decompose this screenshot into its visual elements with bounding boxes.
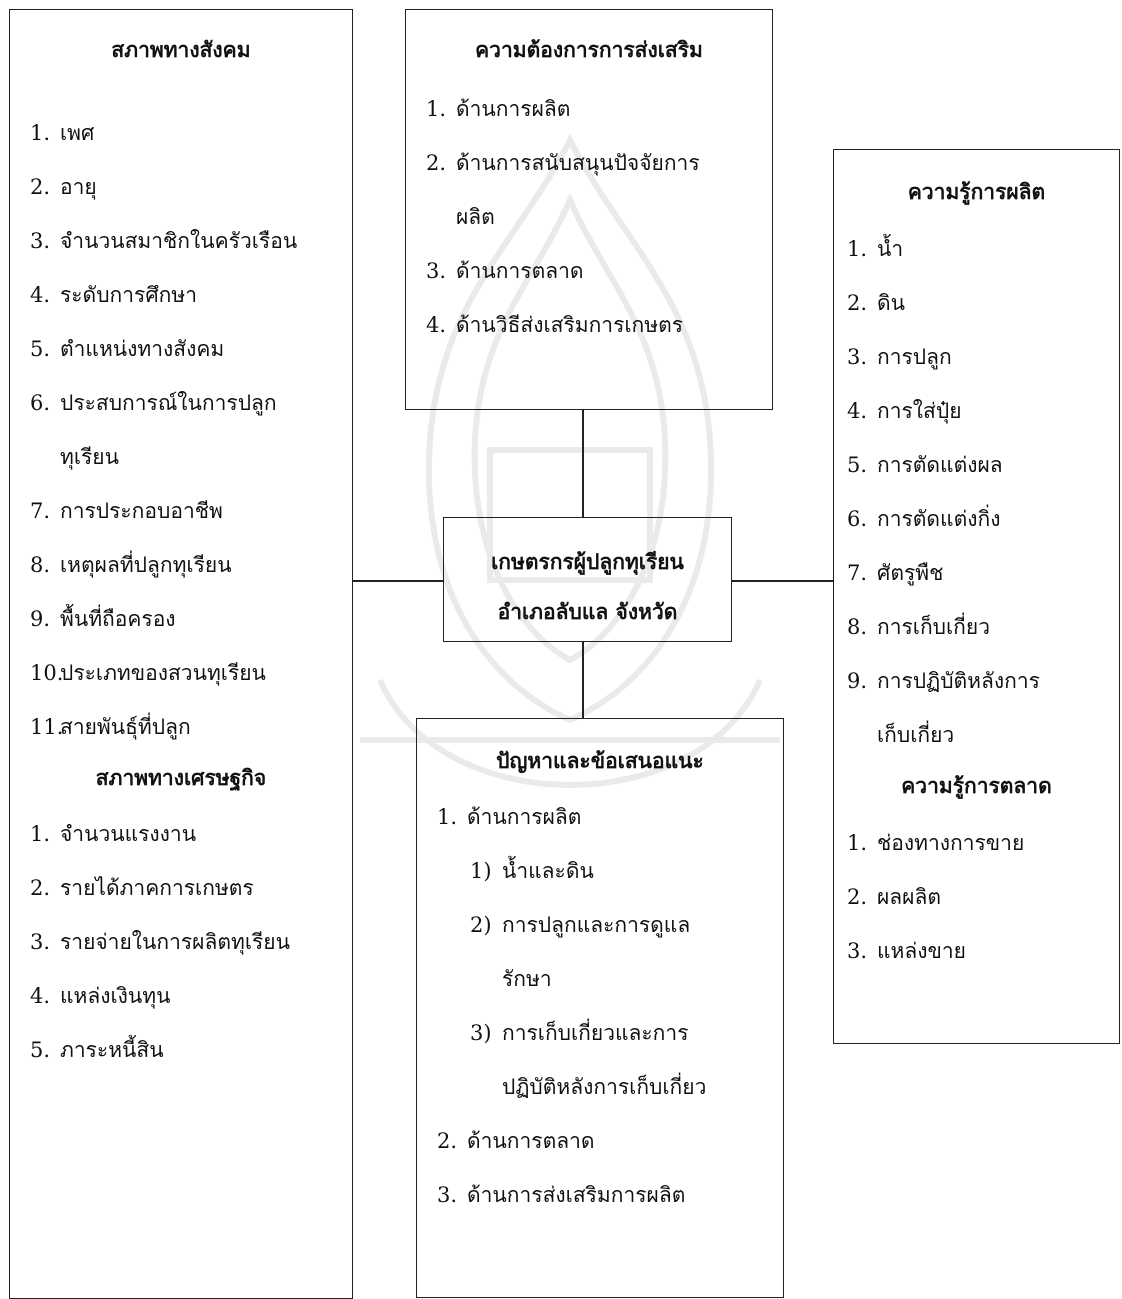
- economic-item: 1.จำนวนแรงงาน: [30, 822, 197, 846]
- social-item: 1.เพศ: [30, 121, 95, 145]
- center-line-1: เกษตรกรผู้ปลูกทุเรียน: [491, 549, 684, 574]
- social-item: 6.ประสบการณ์ในการปลูก: [30, 391, 277, 415]
- social-item: 10.ประเภทของสวนทุเรียน: [30, 661, 266, 685]
- center-line-2: อำเภอลับแล จังหวัด: [497, 599, 678, 624]
- problems-title: ปัญหาและข้อเสนอแนะ: [496, 748, 704, 773]
- connector-right: [731, 580, 833, 582]
- problems-subitem-continuation: ปฏิบัติหลังการเก็บเกี่ยว: [502, 1075, 707, 1099]
- social-item: 2.อายุ: [30, 175, 97, 199]
- production-knowledge-item: 3.การปลูก: [847, 345, 952, 369]
- social-item-continuation: ทุเรียน: [60, 445, 119, 469]
- connector-bottom: [582, 641, 584, 719]
- problems-subitem: 3)การเก็บเกี่ยวและการ: [470, 1021, 689, 1045]
- production-knowledge-item: 5.การตัดแต่งผล: [847, 453, 1003, 477]
- production-knowledge-title: ความรู้การผลิต: [907, 179, 1046, 204]
- social-item: 8.เหตุผลที่ปลูกทุเรียน: [30, 553, 232, 577]
- needs-title: ความต้องการการส่งเสริม: [475, 37, 703, 62]
- social-item: 5.ตำแหน่งทางสังคม: [30, 337, 225, 361]
- economic-item: 5.ภาระหนี้สิน: [30, 1038, 164, 1062]
- needs-item: 4.ด้านวิธีส่งเสริมการเกษตร: [426, 313, 684, 337]
- economic-item: 2.รายได้ภาคการเกษตร: [30, 876, 254, 900]
- production-knowledge-item: 6.การตัดแต่งกิ่ง: [847, 507, 1001, 531]
- economic-item: 4.แหล่งเงินทุน: [30, 984, 171, 1008]
- problems-item: 3.ด้านการส่งเสริมการผลิต: [437, 1183, 686, 1207]
- social-item: 4.ระดับการศึกษา: [30, 283, 197, 307]
- social-item: 7.การประกอบอาชีพ: [30, 499, 223, 523]
- market-knowledge-item: 1.ช่องทางการขาย: [847, 831, 1025, 855]
- production-knowledge-item: 2.ดิน: [847, 291, 905, 315]
- problems-subitem: 1)น้ำและดิน: [470, 859, 594, 883]
- needs-box: [405, 9, 773, 410]
- economic-item: 3.รายจ่ายในการผลิตทุเรียน: [30, 930, 290, 954]
- connector-top: [582, 409, 584, 518]
- center-box: [443, 517, 732, 642]
- production-knowledge-item: 8.การเก็บเกี่ยว: [847, 615, 990, 639]
- market-knowledge-item: 2.ผลผลิต: [847, 885, 941, 909]
- needs-item-continuation: ผลิต: [456, 205, 495, 229]
- problems-item: 2.ด้านการตลาด: [437, 1129, 595, 1153]
- market-knowledge-title: ความรู้การตลาด: [901, 773, 1052, 798]
- production-knowledge-item: 7.ศัตรูพืช: [847, 561, 944, 585]
- needs-item: 1.ด้านการผลิต: [426, 97, 571, 121]
- production-knowledge-item: 1.น้ำ: [847, 237, 904, 261]
- needs-item: 2.ด้านการสนับสนุนปัจจัยการ: [426, 151, 700, 175]
- social-item: 3.จำนวนสมาชิกในครัวเรือน: [30, 229, 298, 253]
- social-item: 11.สายพันธุ์ที่ปลูก: [30, 715, 191, 739]
- problems-subitem-continuation: รักษา: [502, 967, 552, 991]
- production-knowledge-item: 4.การใส่ปุ๋ย: [847, 399, 962, 423]
- needs-item: 3.ด้านการตลาด: [426, 259, 584, 283]
- social-item: 9.พื้นที่ถือครอง: [30, 607, 176, 631]
- market-knowledge-item: 3.แหล่งขาย: [847, 939, 966, 963]
- social-title: สภาพทางสังคม: [111, 37, 251, 62]
- production-knowledge-item: 9.การปฏิบัติหลังการ: [847, 669, 1040, 693]
- problems-subitem: 2)การปลูกและการดูแล: [470, 913, 691, 937]
- production-knowledge-item-continuation: เก็บเกี่ยว: [877, 723, 955, 747]
- economic-title: สภาพทางเศรษฐกิจ: [95, 765, 267, 790]
- knowledge-box: [833, 149, 1120, 1044]
- connector-left: [352, 580, 444, 582]
- problems-item: 1.ด้านการผลิต: [437, 805, 582, 829]
